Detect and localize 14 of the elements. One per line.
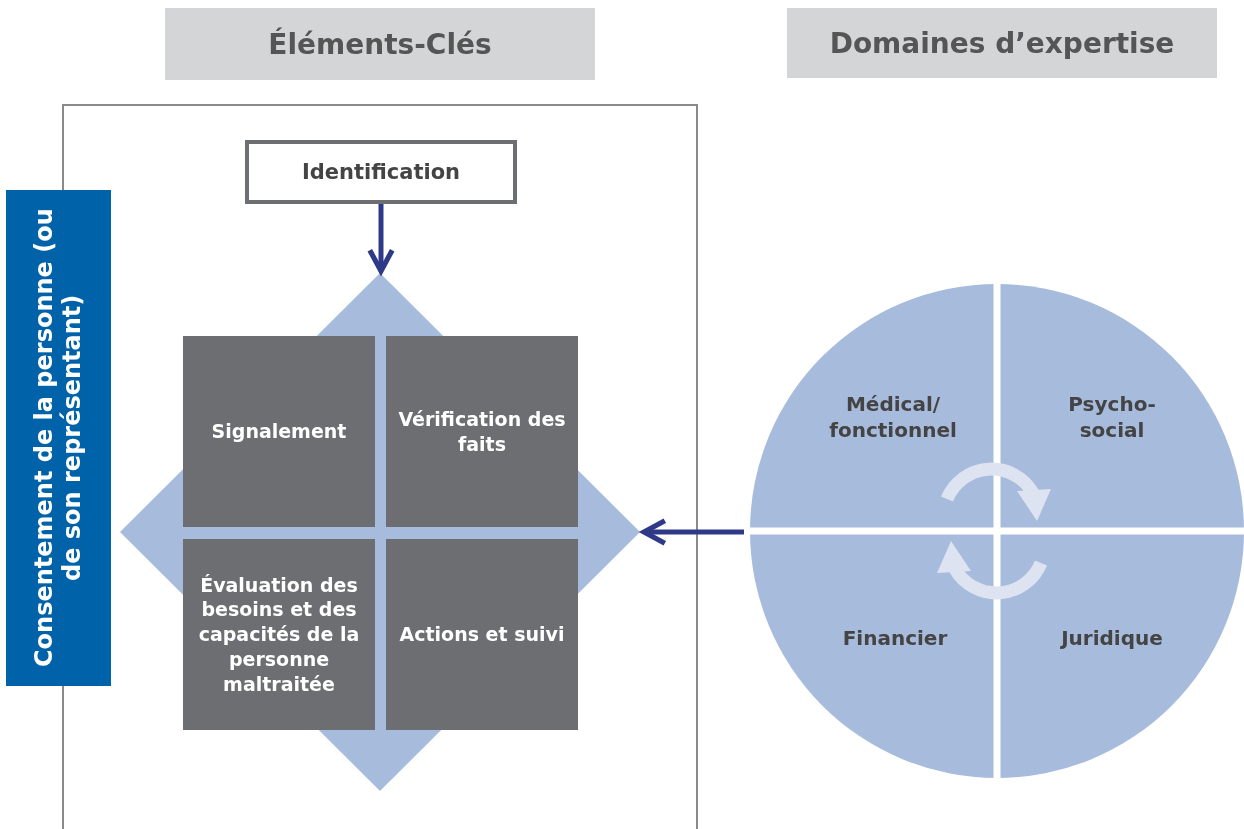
arrow	[367, 204, 395, 274]
arrow	[641, 518, 744, 546]
process-box: Identification	[245, 140, 517, 204]
process-box: Signalement	[183, 336, 375, 527]
header-band: Domaines d’expertise	[787, 8, 1217, 78]
process-box: Évaluation des besoins et des capacités de la personne maltraitée	[183, 539, 375, 730]
header-band: Éléments-Clés	[165, 8, 595, 80]
vertical-band: Consentement de la personne (ou de son représentant)	[6, 190, 111, 686]
process-box: Vérification des faits	[386, 336, 578, 527]
process-box: Actions et suivi	[386, 539, 578, 730]
quadrant-label: Financier	[795, 608, 995, 668]
quadrant-label: Médical/ fonctionnel	[793, 387, 993, 447]
quadrant-label: Juridique	[1012, 608, 1212, 668]
quadrant-label: Psycho- social	[1012, 387, 1212, 447]
